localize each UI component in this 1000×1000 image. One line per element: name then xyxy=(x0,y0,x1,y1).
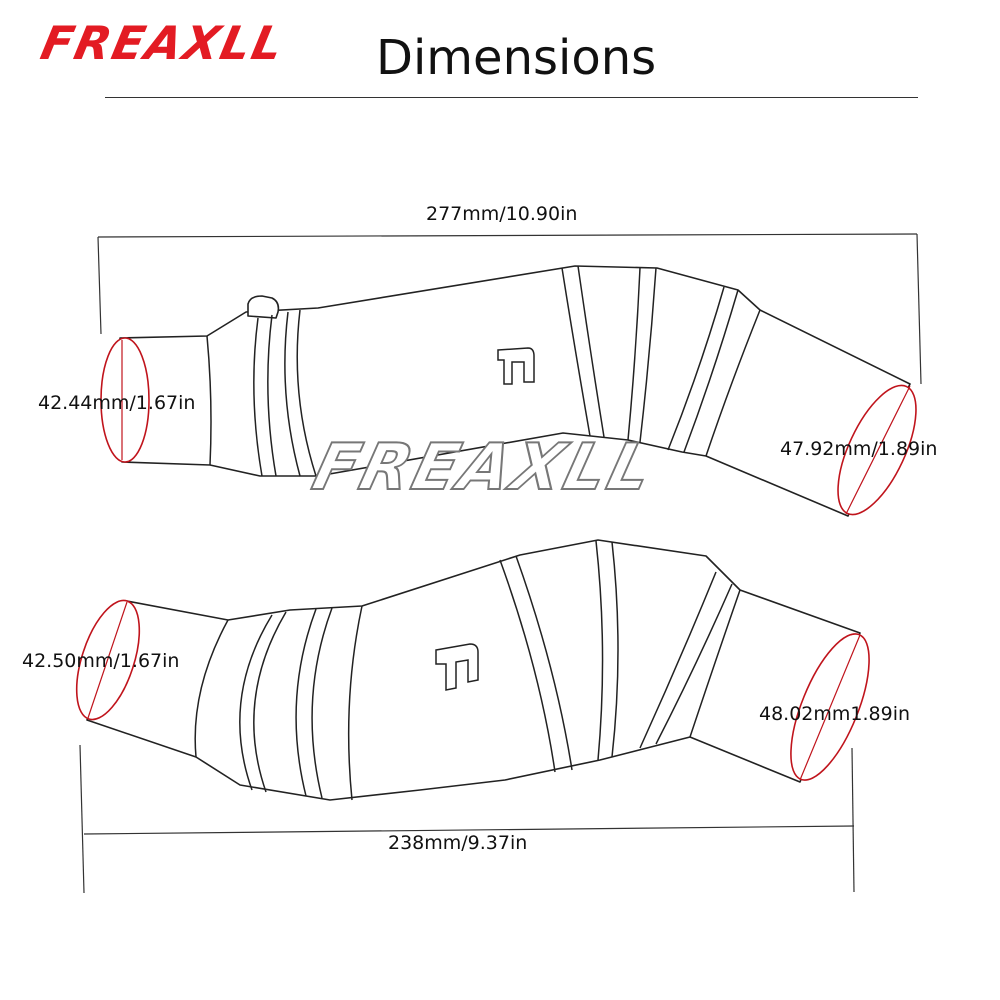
upper-seam-2a xyxy=(627,267,641,441)
upper-seam-3b xyxy=(683,289,739,453)
upper-band-1a xyxy=(253,317,263,477)
lower-length-label: 238mm/9.37in xyxy=(388,832,528,854)
upper-bracket xyxy=(497,347,535,385)
lower-pipe xyxy=(75,539,870,894)
upper-seam-3a xyxy=(667,286,725,451)
upper-seam-4 xyxy=(705,309,761,457)
lower-seam-3a xyxy=(639,571,717,749)
lower-outlet-diameter-line xyxy=(799,634,861,781)
upper-outlet-diameter-label: 47.92mm/1.89in xyxy=(780,438,938,460)
lower-bracket xyxy=(435,643,479,691)
lower-inlet-diameter-line xyxy=(87,601,128,719)
upper-mount-tab xyxy=(247,295,280,319)
lower-seam-2a xyxy=(595,540,604,761)
lower-inlet-diameter-label: 42.50mm/1.67in xyxy=(22,650,180,672)
upper-band-2b xyxy=(296,309,317,477)
lower-seam-2b xyxy=(611,541,619,758)
brand-watermark: FREAXLL xyxy=(305,430,664,506)
upper-outlet-diameter-line xyxy=(845,385,911,515)
upper-inlet-neck-seam xyxy=(206,335,212,466)
lower-outlet-diameter-label: 48.02mm1.89in xyxy=(759,703,911,725)
upper-pipe xyxy=(97,233,922,517)
lower-length-right-extension xyxy=(851,747,855,893)
page-title: Dimensions xyxy=(376,30,657,86)
upper-seam-1b xyxy=(577,265,605,438)
lower-seam-1b xyxy=(515,555,573,771)
lower-length-left-extension xyxy=(79,744,85,894)
lower-inlet-neck-seam xyxy=(194,619,229,758)
upper-pipe-body xyxy=(119,265,911,517)
upper-length-right-extension xyxy=(916,233,922,385)
header-divider xyxy=(105,97,918,98)
upper-inlet-rim xyxy=(100,337,150,463)
upper-band-1b xyxy=(267,314,277,477)
lower-seam-1a xyxy=(499,559,556,773)
lower-band-3 xyxy=(347,605,363,801)
upper-seam-2b xyxy=(639,267,657,443)
upper-length-dimension-line xyxy=(97,233,918,238)
lower-seam-3b xyxy=(655,583,733,745)
upper-outlet-rim xyxy=(837,384,917,516)
lower-band-1b xyxy=(253,611,287,793)
upper-seam-1a xyxy=(561,267,591,437)
lower-band-2b xyxy=(311,607,333,799)
lower-band-1a xyxy=(239,614,273,791)
upper-length-label: 277mm/10.90in xyxy=(426,203,578,225)
upper-inlet-diameter-label: 42.44mm/1.67in xyxy=(38,392,196,414)
lower-band-2a xyxy=(295,608,317,797)
lower-pipe-body xyxy=(86,539,861,801)
lower-seam-4 xyxy=(689,589,741,738)
upper-length-left-extension xyxy=(97,236,102,335)
lower-length-dimension-line xyxy=(83,825,855,835)
upper-band-2a xyxy=(284,311,301,477)
